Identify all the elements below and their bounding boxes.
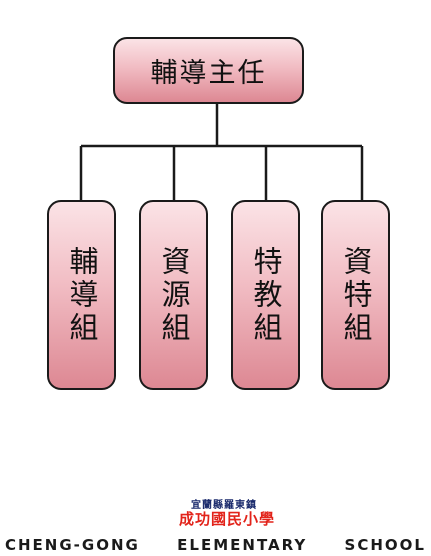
school-name-english: CHENG-GONG ELEMENTARY SCHOOL [5, 536, 426, 554]
child-node-special-education-group: 特教組 [231, 200, 300, 390]
school-logo: 成功國民小學 [152, 508, 302, 529]
root-node-label: 輔導主任 [150, 58, 267, 89]
school-footer: 宜蘭縣羅東鎮 成功國民小學 CHENG-GONG ELEMENTARY SCHO… [0, 496, 431, 556]
root-node-counseling-director: 輔導主任 [113, 37, 304, 104]
child-node-label: 輔導組 [65, 245, 99, 345]
school-name-word: ELEMENTARY [177, 536, 308, 554]
child-node-label: 資特組 [339, 245, 373, 345]
school-logo-location-text: 宜蘭縣羅東鎮 [191, 500, 257, 511]
child-node-resource-group: 資源組 [139, 200, 208, 390]
child-node-label: 特教組 [249, 245, 283, 345]
school-logo-text: 成功國民小學 [178, 510, 275, 528]
school-name-word: CHENG-GONG [5, 536, 140, 554]
child-node-gifted-education-group: 資特組 [321, 200, 390, 390]
child-node-counseling-group: 輔導組 [47, 200, 116, 390]
school-name-word: SCHOOL [344, 536, 426, 554]
child-node-label: 資源組 [157, 245, 191, 345]
